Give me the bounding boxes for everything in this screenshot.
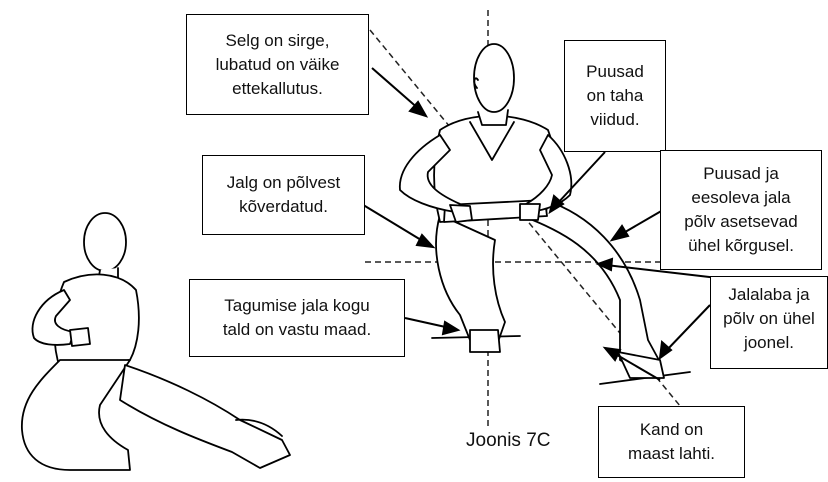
label-hips-back: Puusad on taha viidud. <box>564 40 666 152</box>
label-knee-bent: Jalg on põlvest kõverdatud. <box>202 155 365 235</box>
figure-caption: Joonis 7C <box>466 430 551 452</box>
label-rear-sole-text: Tagumise jala kogu tald on vastu maad. <box>223 294 371 342</box>
label-back-straight-text: Selg on sirge, lubatud on väike ettekall… <box>216 29 340 101</box>
label-hips-back-text: Puusad on taha viidud. <box>586 60 644 132</box>
label-shin-knee-line: Jalalaba ja põlv on ühel joonel. <box>710 276 828 369</box>
label-heel-up: Kand on maast lahti. <box>598 406 745 478</box>
label-knee-bent-text: Jalg on põlvest kõverdatud. <box>227 171 340 219</box>
label-rear-sole: Tagumise jala kogu tald on vastu maad. <box>189 279 405 357</box>
label-heel-up-text: Kand on maast lahti. <box>628 418 715 466</box>
label-shin-knee-line-text: Jalalaba ja põlv on ühel joonel. <box>723 283 815 355</box>
label-hips-knee-level: Puusad ja eesoleva jala põlv asetsevad ü… <box>660 150 822 270</box>
label-hips-knee-level-text: Puusad ja eesoleva jala põlv asetsevad ü… <box>684 162 797 258</box>
label-back-straight: Selg on sirge, lubatud on väike ettekall… <box>186 14 369 115</box>
